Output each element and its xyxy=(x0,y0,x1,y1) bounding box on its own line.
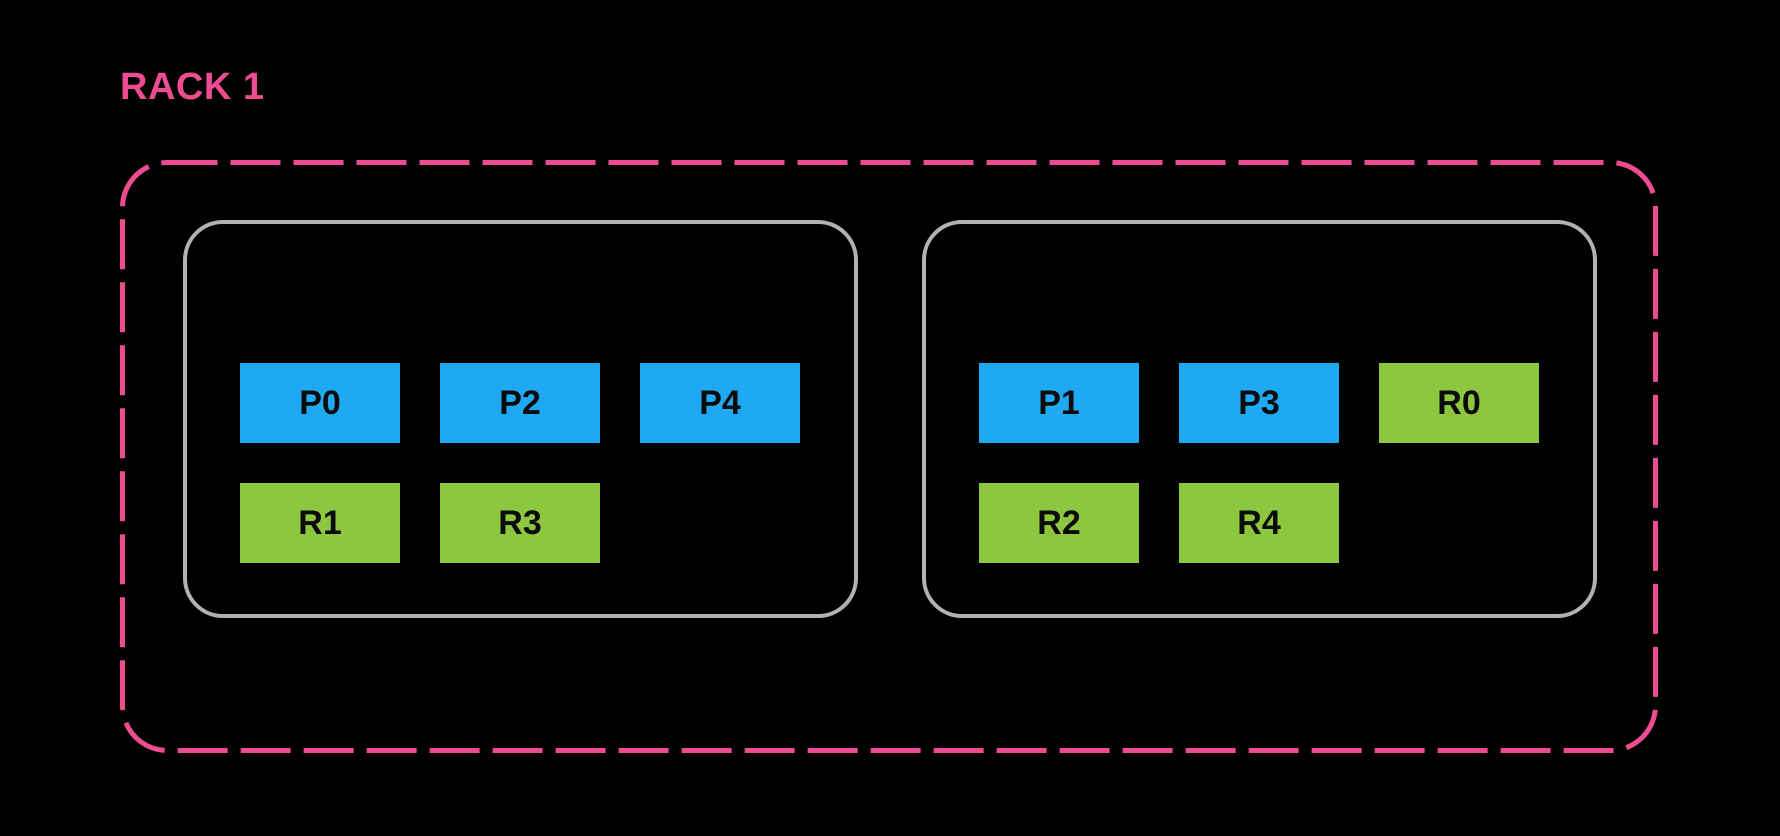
worker-box-p3: P3 xyxy=(1179,363,1339,443)
worker-box-r1: R1 xyxy=(240,483,400,563)
worker-box-p4: P4 xyxy=(640,363,800,443)
worker-box-p0: P0 xyxy=(240,363,400,443)
worker-box-p2: P2 xyxy=(440,363,600,443)
worker-box-r4: R4 xyxy=(1179,483,1339,563)
worker-box-r3: R3 xyxy=(440,483,600,563)
worker-box-r2: R2 xyxy=(979,483,1139,563)
node-container-right: P1 P3 R0 R2 R4 xyxy=(922,220,1597,618)
node-container-left: P0 P2 P4 R1 R3 xyxy=(183,220,858,618)
worker-box-r0: R0 xyxy=(1379,363,1539,443)
worker-box-p1: P1 xyxy=(979,363,1139,443)
rack-title: RACK 1 xyxy=(120,66,265,108)
